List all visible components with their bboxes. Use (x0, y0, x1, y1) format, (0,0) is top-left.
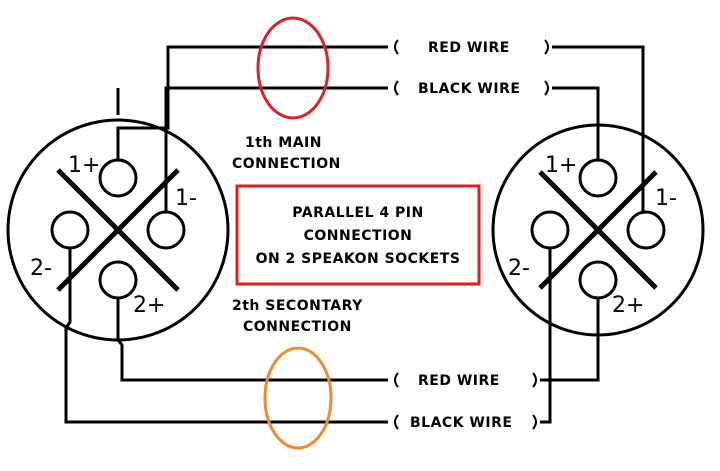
main-black-wire-label: BLACK WIRE (418, 81, 520, 97)
secondary-connection-highlight (263, 346, 333, 450)
wires-right (540, 45, 645, 424)
right-socket-cross-2 (538, 170, 658, 290)
right-label-2plus: 2+ (612, 293, 644, 318)
left-speakon-socket: 1+ 1- 2- 2+ (6, 118, 230, 342)
wire-secondary-red-right (540, 298, 600, 382)
left-pin-2plus (98, 260, 138, 300)
right-pin-2plus (578, 260, 618, 300)
wire-main-red-right (552, 45, 645, 212)
main-connection-highlight (256, 16, 330, 120)
left-pin-2minus (50, 210, 90, 250)
wire-end-brackets (394, 39, 549, 430)
left-pin-1plus (98, 158, 138, 198)
main-red-wire-label: RED WIRE (428, 40, 510, 56)
right-label-2minus: 2- (508, 256, 530, 281)
main-connection-label-line1: 1th MAIN (245, 135, 322, 151)
wire-secondary-black-left (64, 248, 388, 424)
left-label-2minus: 2- (30, 256, 52, 281)
right-pin-1minus (626, 210, 666, 250)
secondary-red-wire-label: RED WIRE (418, 373, 500, 389)
right-label-1minus: 1- (655, 186, 677, 211)
main-connection-label-line2: CONNECTION (232, 156, 341, 172)
right-pin-2minus (530, 210, 570, 250)
wire-main-red-left (116, 45, 388, 160)
left-pin-1minus (146, 210, 186, 250)
secondary-black-wire-label: BLACK WIRE (410, 415, 512, 431)
wire-main-black-left (164, 86, 388, 212)
left-label-1plus: 1+ (68, 153, 100, 178)
wire-secondary-red-left (116, 298, 388, 382)
left-label-2plus: 2+ (133, 293, 165, 318)
wire-secondary-black-right (540, 248, 552, 424)
center-box-line1: PARALLEL 4 PIN (292, 205, 423, 221)
center-info-box (235, 184, 481, 286)
right-pin-1plus (578, 158, 618, 198)
wire-main-black-right (552, 86, 600, 160)
center-box-line3: ON 2 SPEAKON SOCKETS (256, 251, 461, 267)
center-box-line2: CONNECTION (304, 228, 413, 244)
wires-left (64, 45, 388, 424)
secondary-connection-label-line2: CONNECTION (243, 319, 352, 335)
left-socket-cross-2 (56, 168, 180, 292)
left-label-1minus: 1- (175, 186, 197, 211)
right-label-1plus: 1+ (545, 153, 577, 178)
secondary-connection-label-line1: 2th SECONTARY (232, 298, 363, 314)
